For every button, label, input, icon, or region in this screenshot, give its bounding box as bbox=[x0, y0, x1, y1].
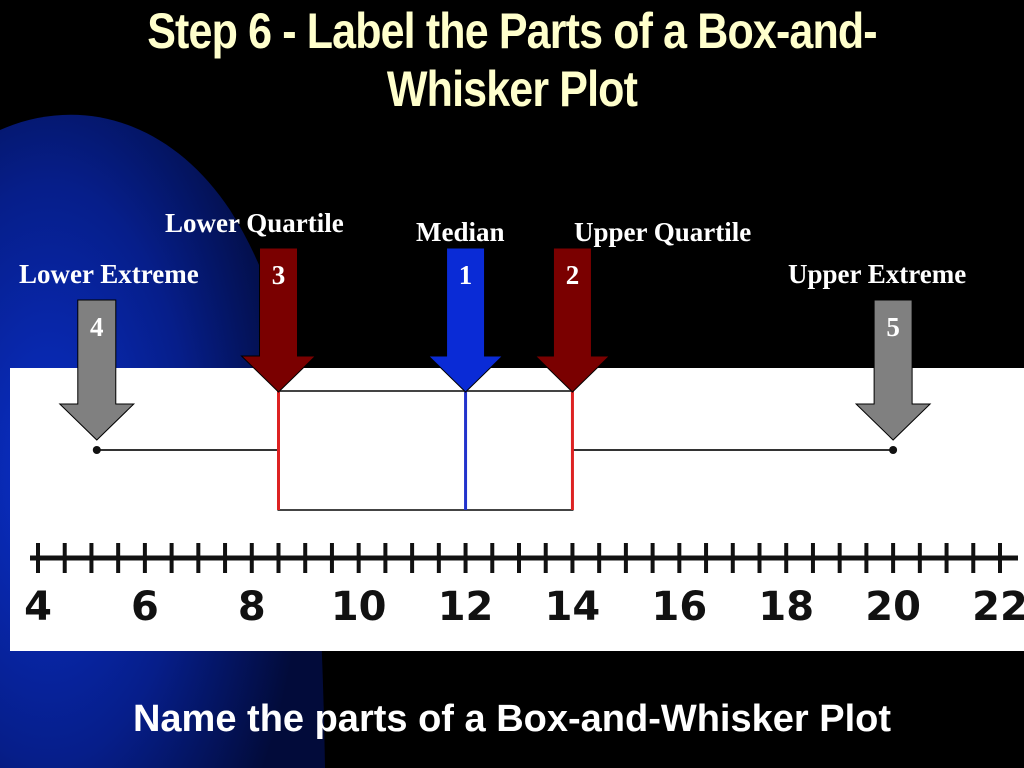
label-lower-quartile: Lower Quartile bbox=[165, 208, 344, 238]
tick-label: 6 bbox=[131, 584, 159, 630]
tick-label: 8 bbox=[238, 584, 266, 630]
plot-area: 4 6 8 10 12 14 16 18 20 22 bbox=[10, 368, 1024, 651]
label-lower-extreme: Lower Extreme bbox=[19, 259, 199, 289]
tick-label: 22 bbox=[972, 584, 1024, 630]
slide-title-line2: Whisker Plot bbox=[386, 61, 638, 117]
label-upper-quartile: Upper Quartile bbox=[574, 217, 752, 247]
iqr-box bbox=[277, 390, 574, 511]
upper-extreme-point bbox=[889, 446, 898, 454]
tick-label: 14 bbox=[545, 584, 601, 630]
lower-extreme-point bbox=[92, 446, 101, 454]
tick-label: 20 bbox=[865, 584, 921, 630]
tick-label: 16 bbox=[651, 584, 707, 630]
tick-label: 12 bbox=[438, 584, 494, 630]
slide-subtitle: Name the parts of a Box-and-Whisker Plot bbox=[132, 698, 891, 740]
tick-label: 18 bbox=[758, 584, 814, 630]
slide-title: Step 6 - Label the Parts of a Box-and- W… bbox=[72, 2, 953, 118]
tick-label: 10 bbox=[331, 584, 387, 630]
slide-title-line1: Step 6 - Label the Parts of a Box-and- bbox=[147, 3, 877, 59]
label-upper-extreme: Upper Extreme bbox=[788, 259, 967, 289]
label-median: Median bbox=[416, 217, 505, 247]
tick-label: 4 bbox=[24, 584, 52, 630]
box-whisker-plot: 4 6 8 10 12 14 16 18 20 22 bbox=[24, 390, 1024, 630]
